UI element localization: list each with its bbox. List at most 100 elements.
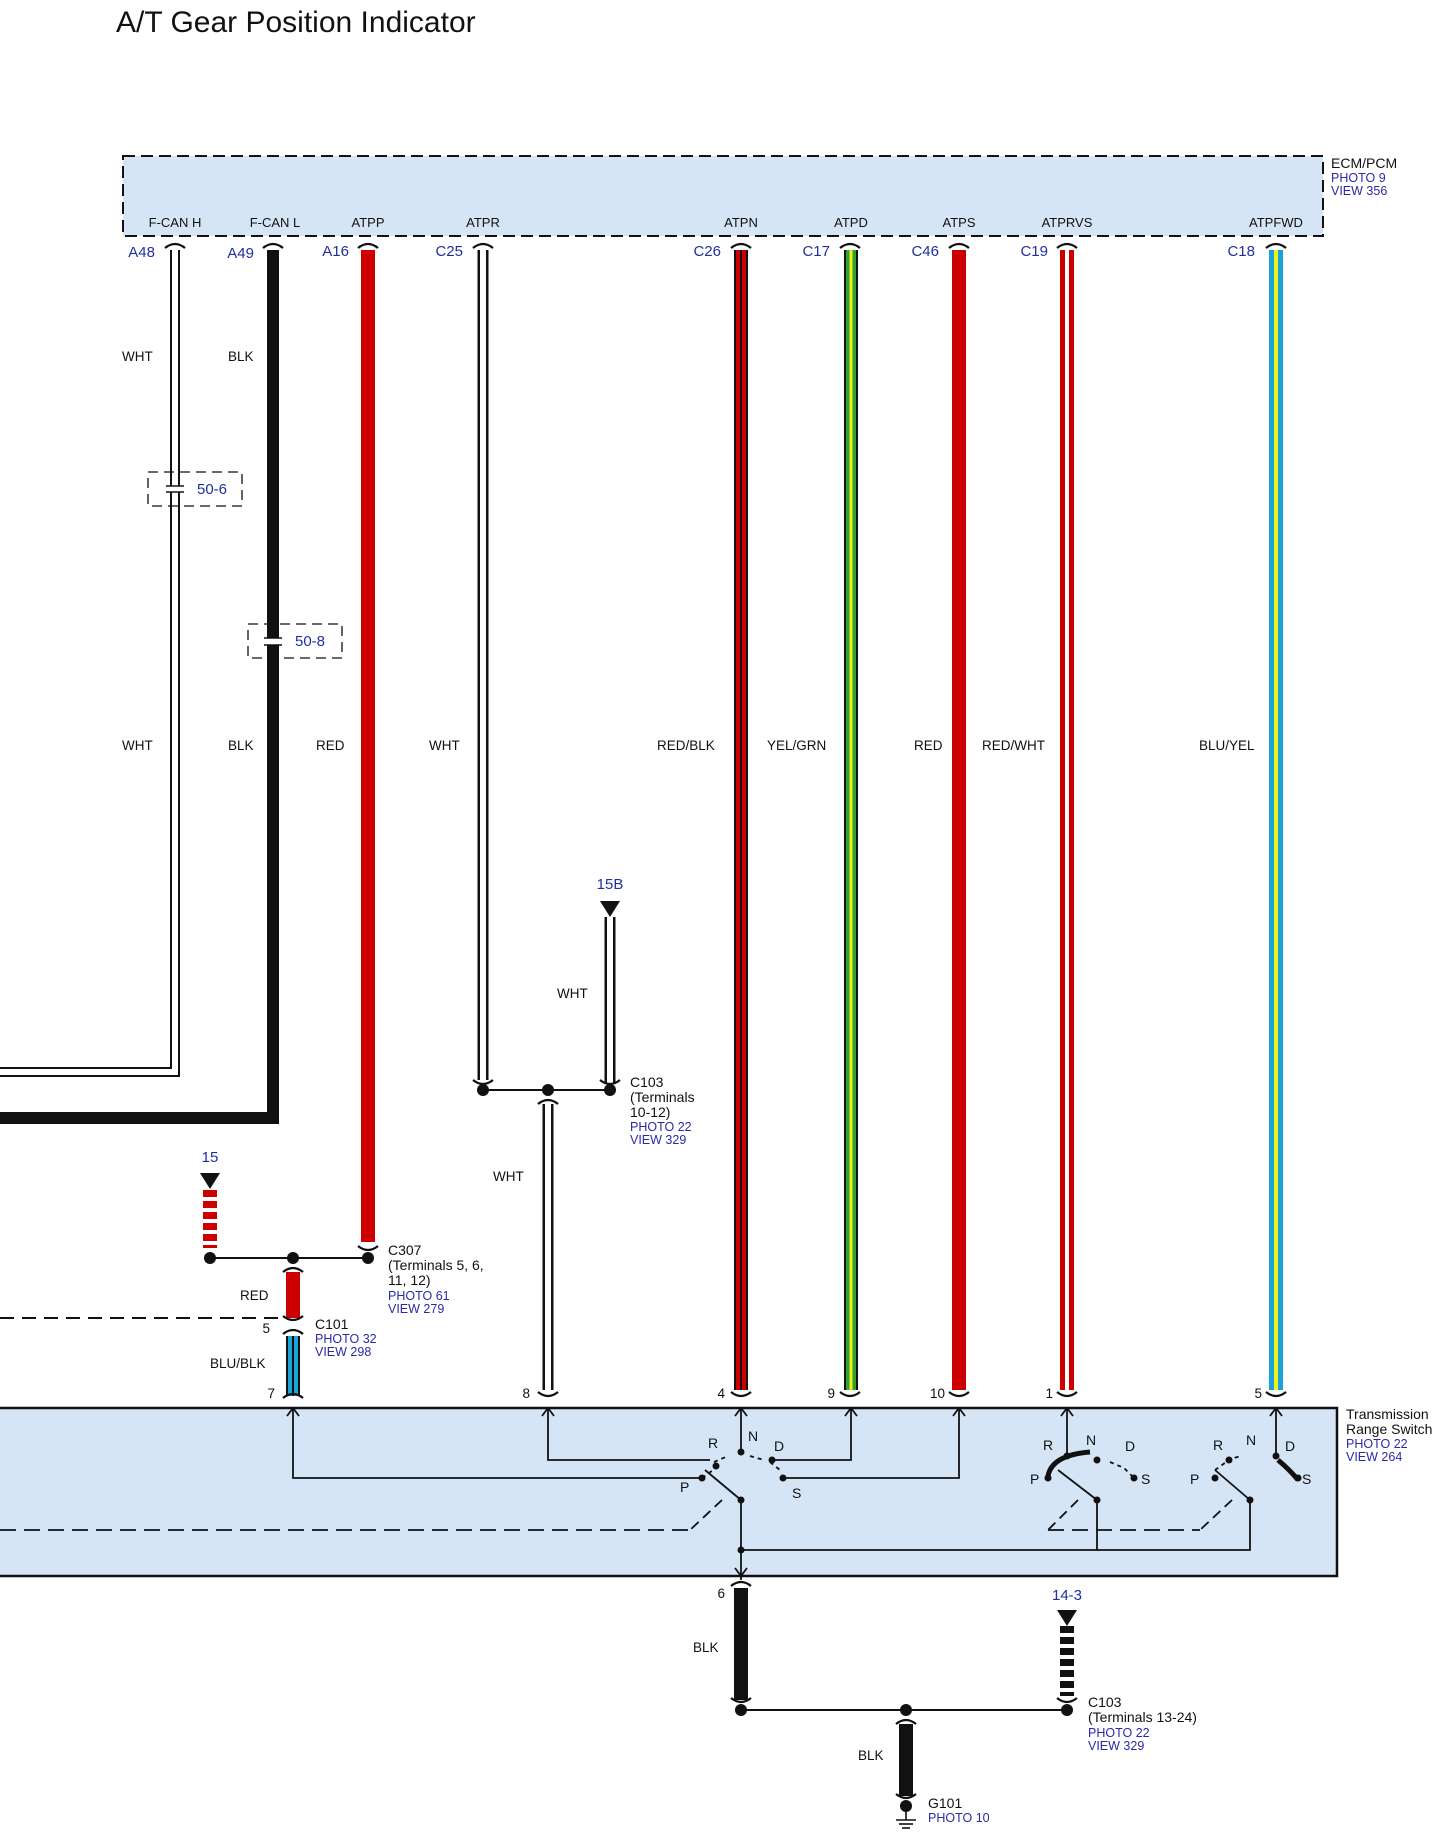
cap-c17 — [839, 242, 861, 249]
ref-50-8: 50-8 — [295, 633, 325, 650]
sw1-r: R — [708, 1435, 718, 1451]
label-c101-blublk: BLU/BLK — [210, 1356, 266, 1371]
trs-gnd-pin: 6 — [717, 1586, 725, 1601]
ref-15b-arrow — [600, 901, 620, 917]
cap-a49 — [262, 242, 284, 249]
sw2-s: S — [1141, 1471, 1150, 1487]
trs-name2: Range Switch — [1346, 1421, 1432, 1437]
c307-view: VIEW 279 — [388, 1302, 444, 1316]
trs-view: VIEW 264 — [1346, 1450, 1402, 1464]
ecm-view: VIEW 356 — [1331, 184, 1387, 198]
c103-dot-right — [604, 1084, 616, 1096]
c103-top-view: VIEW 329 — [630, 1133, 686, 1147]
c103-top-photo: PHOTO 22 — [630, 1120, 692, 1134]
sw2-n: N — [1086, 1432, 1096, 1448]
sw2-p: P — [1030, 1471, 1039, 1487]
pin-a16: A16 — [322, 243, 349, 260]
pin-c46: C46 — [911, 243, 939, 260]
signal-fcan-h: F-CAN H — [149, 215, 202, 230]
pin-c17: C17 — [802, 243, 830, 260]
c307-term1: (Terminals 5, 6, — [388, 1257, 484, 1273]
ref-14-3-arrow — [1057, 1610, 1077, 1626]
c103-top-term1: (Terminals — [630, 1089, 695, 1105]
c101-view: VIEW 298 — [315, 1345, 371, 1359]
sw1-s: S — [792, 1485, 801, 1501]
sw3-r: R — [1213, 1437, 1223, 1453]
wire-fcan-h — [0, 250, 180, 1077]
c101-pin: 5 — [262, 1321, 270, 1336]
signal-atps: ATPS — [943, 215, 976, 230]
cap-a48 — [164, 242, 186, 249]
c307-dot-right — [362, 1252, 374, 1264]
label-15b-wht: WHT — [557, 986, 588, 1001]
trs-rvs-contact — [1045, 1449, 1091, 1477]
ref-50-6: 50-6 — [197, 481, 227, 498]
cap-c26 — [730, 242, 752, 249]
pin-c25: C25 — [435, 243, 463, 260]
pin-a49: A49 — [227, 245, 254, 262]
c101-photo: PHOTO 32 — [315, 1332, 377, 1346]
signal-fcan-l: F-CAN L — [250, 215, 301, 230]
c103-dot-mid — [542, 1084, 554, 1096]
label-fcanh-mid: WHT — [122, 738, 153, 753]
pin-c26: C26 — [693, 243, 721, 260]
sw1-n: N — [748, 1428, 758, 1444]
c101-name: C101 — [315, 1316, 349, 1332]
ref-15-arrow — [200, 1173, 220, 1189]
ref-15b: 15B — [597, 876, 624, 893]
signal-atpr: ATPR — [466, 215, 500, 230]
label-atpfwd: BLU/YEL — [1199, 738, 1255, 753]
sw2-d: D — [1125, 1438, 1135, 1454]
label-atpd: YEL/GRN — [767, 738, 826, 753]
trs-pin-9: 9 — [827, 1386, 835, 1401]
sw1-p: P — [680, 1479, 689, 1495]
label-fcanl-top: BLK — [228, 349, 254, 364]
trs-pin-10: 10 — [930, 1386, 945, 1401]
label-c103-down: WHT — [493, 1169, 524, 1184]
cap-c46 — [948, 242, 970, 249]
label-atprvs: RED/WHT — [982, 738, 1045, 753]
trs-name1: Transmission — [1346, 1406, 1429, 1422]
signal-atpp: ATPP — [352, 215, 385, 230]
c103-top-term2: 10-12) — [630, 1104, 670, 1120]
trs-pin-8: 8 — [522, 1386, 530, 1401]
c307-term2: 11, 12) — [388, 1272, 431, 1288]
c103-bottom-view: VIEW 329 — [1088, 1739, 1144, 1753]
pin-c18: C18 — [1227, 243, 1255, 260]
sw3-d: D — [1285, 1438, 1295, 1454]
g101-name: G101 — [928, 1795, 962, 1811]
ref-15: 15 — [202, 1149, 219, 1166]
c103-top-name: C103 — [630, 1074, 664, 1090]
sw1-d: D — [774, 1438, 784, 1454]
ecm-name: ECM/PCM — [1331, 155, 1397, 171]
label-gnd2: BLK — [858, 1748, 884, 1763]
label-atps: RED — [914, 738, 943, 753]
sw3-p: P — [1190, 1471, 1199, 1487]
ecm-photo: PHOTO 9 — [1331, 171, 1386, 185]
wire-fcan-l — [0, 250, 279, 1124]
c307-dot-left — [204, 1252, 216, 1264]
ref-box-50-8: 50-8 — [247, 623, 343, 659]
label-c307-red: RED — [240, 1288, 269, 1303]
label-fcanh-top: WHT — [122, 349, 153, 364]
pin-a48: A48 — [128, 244, 155, 261]
trs-internal-wiring — [0, 1406, 1283, 1580]
sw3-n: N — [1246, 1432, 1256, 1448]
c307-name: C307 — [388, 1242, 422, 1258]
g101-photo: PHOTO 10 — [928, 1811, 990, 1825]
page-title: A/T Gear Position Indicator — [116, 6, 476, 39]
signal-atpd: ATPD — [834, 215, 868, 230]
c103-dot-left — [477, 1084, 489, 1096]
signal-atpfwd: ATPFWD — [1249, 215, 1303, 230]
c307-photo: PHOTO 61 — [388, 1289, 450, 1303]
trs-pin-1: 1 — [1045, 1386, 1053, 1401]
c103-bottom-photo: PHOTO 22 — [1088, 1726, 1150, 1740]
ground-icon — [896, 1812, 916, 1829]
ref-14-3: 14-3 — [1052, 1587, 1082, 1604]
pin-c19: C19 — [1020, 243, 1048, 260]
trs-box — [0, 1406, 1339, 1578]
trs-photo: PHOTO 22 — [1346, 1437, 1408, 1451]
ecm-pcm-box — [122, 155, 1324, 237]
cap-c18 — [1265, 242, 1287, 249]
